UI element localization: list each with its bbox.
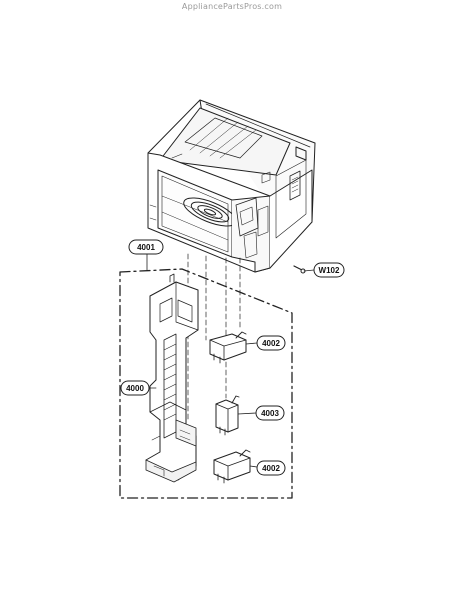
- callout-4000: 4000: [120, 380, 150, 396]
- micro-switch-upper-illustration: [209, 331, 247, 364]
- micro-switch-lower-illustration: [213, 449, 251, 484]
- base-frame-part-illustration: [145, 273, 199, 483]
- callout-4002-upper: 4002: [256, 335, 286, 351]
- leader-lines: [146, 253, 315, 468]
- callout-4003-label: 4003: [261, 409, 279, 418]
- callout-w102: W102: [313, 262, 345, 278]
- screw-part-illustration: [293, 265, 306, 274]
- callout-4002-lower-label: 4002: [262, 464, 280, 473]
- microwave-cavity-illustration: [147, 99, 316, 273]
- callout-4002-upper-label: 4002: [262, 339, 280, 348]
- watermark-text: AppliancePartsPros.com: [181, 2, 283, 11]
- callout-4003: 4003: [255, 405, 285, 421]
- callout-4001: 4001: [128, 239, 164, 255]
- callout-w102-label: W102: [319, 266, 340, 275]
- callout-4002-lower: 4002: [256, 460, 286, 476]
- callout-4000-label: 4000: [126, 384, 144, 393]
- micro-switch-middle-illustration: [215, 395, 240, 436]
- callout-4001-label: 4001: [137, 243, 155, 252]
- assembly-boundary-dashed: [119, 268, 293, 499]
